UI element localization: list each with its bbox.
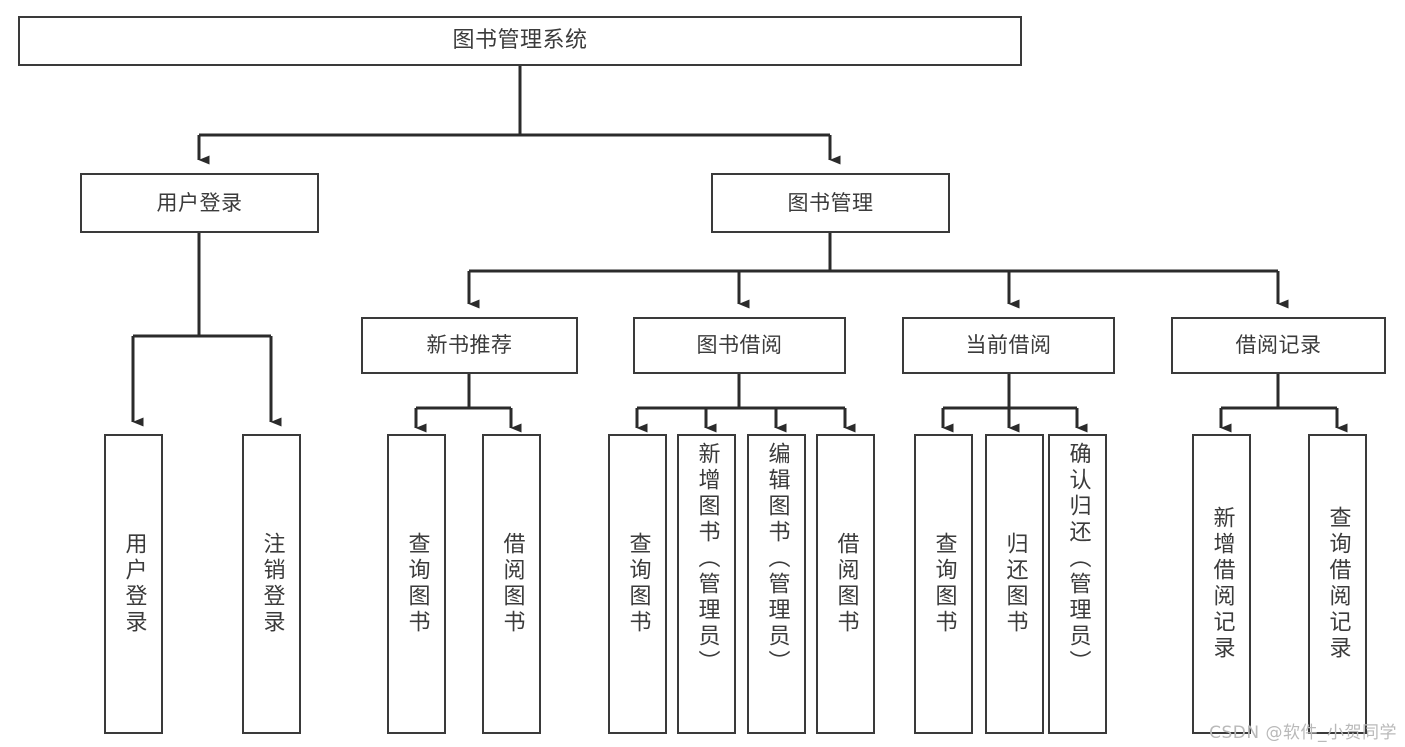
leaf-add-book-admin[interactable]: 新增图书（管理员） bbox=[677, 434, 736, 734]
node-root-system[interactable]: 图书管理系统 bbox=[18, 16, 1022, 66]
leaf-query-book-recommend[interactable]: 查询图书 bbox=[387, 434, 446, 734]
node-label: 图书管理系统 bbox=[452, 28, 588, 54]
node-label: 查询借阅记录 bbox=[1325, 506, 1351, 662]
leaf-edit-book-admin[interactable]: 编辑图书（管理员） bbox=[747, 434, 806, 734]
node-borrow-record[interactable]: 借阅记录 bbox=[1171, 317, 1386, 374]
node-label: 查询图书 bbox=[625, 532, 651, 636]
node-new-book-recommend[interactable]: 新书推荐 bbox=[361, 317, 578, 374]
node-label: 查询图书 bbox=[404, 532, 430, 636]
node-book-management[interactable]: 图书管理 bbox=[711, 173, 950, 233]
node-label: 借阅图书 bbox=[833, 532, 859, 636]
leaf-return-book[interactable]: 归还图书 bbox=[985, 434, 1044, 734]
node-label: 图书管理 bbox=[787, 190, 874, 215]
node-label: 借阅记录 bbox=[1235, 333, 1322, 358]
node-label: 当前借阅 bbox=[965, 333, 1052, 358]
node-label: 查询图书 bbox=[931, 532, 957, 636]
leaf-user-login[interactable]: 用户登录 bbox=[104, 434, 163, 734]
node-label: 确认归还（管理员） bbox=[1065, 442, 1091, 676]
leaf-confirm-return-admin[interactable]: 确认归还（管理员） bbox=[1048, 434, 1107, 734]
leaf-query-borrow-record[interactable]: 查询借阅记录 bbox=[1308, 434, 1367, 734]
leaf-add-borrow-record[interactable]: 新增借阅记录 bbox=[1192, 434, 1251, 734]
node-user-login[interactable]: 用户登录 bbox=[80, 173, 319, 233]
node-label: 借阅图书 bbox=[499, 532, 525, 636]
node-label: 归还图书 bbox=[1002, 532, 1028, 636]
node-label: 新增借阅记录 bbox=[1209, 506, 1235, 662]
node-label: 用户登录 bbox=[156, 190, 243, 215]
node-book-borrow[interactable]: 图书借阅 bbox=[633, 317, 846, 374]
node-label: 用户登录 bbox=[121, 532, 147, 636]
leaf-logout[interactable]: 注销登录 bbox=[242, 434, 301, 734]
node-label: 新书推荐 bbox=[426, 333, 513, 358]
node-current-borrow[interactable]: 当前借阅 bbox=[902, 317, 1115, 374]
leaf-borrow-book[interactable]: 借阅图书 bbox=[816, 434, 875, 734]
node-label: 图书借阅 bbox=[696, 333, 783, 358]
node-label: 注销登录 bbox=[259, 532, 285, 636]
leaf-borrow-book-recommend[interactable]: 借阅图书 bbox=[482, 434, 541, 734]
leaf-query-book-current[interactable]: 查询图书 bbox=[914, 434, 973, 734]
watermark-text: CSDN @软件_小贺同学 bbox=[1209, 723, 1397, 743]
node-label: 编辑图书（管理员） bbox=[764, 442, 790, 676]
leaf-query-book-borrow[interactable]: 查询图书 bbox=[608, 434, 667, 734]
node-label: 新增图书（管理员） bbox=[694, 442, 720, 676]
